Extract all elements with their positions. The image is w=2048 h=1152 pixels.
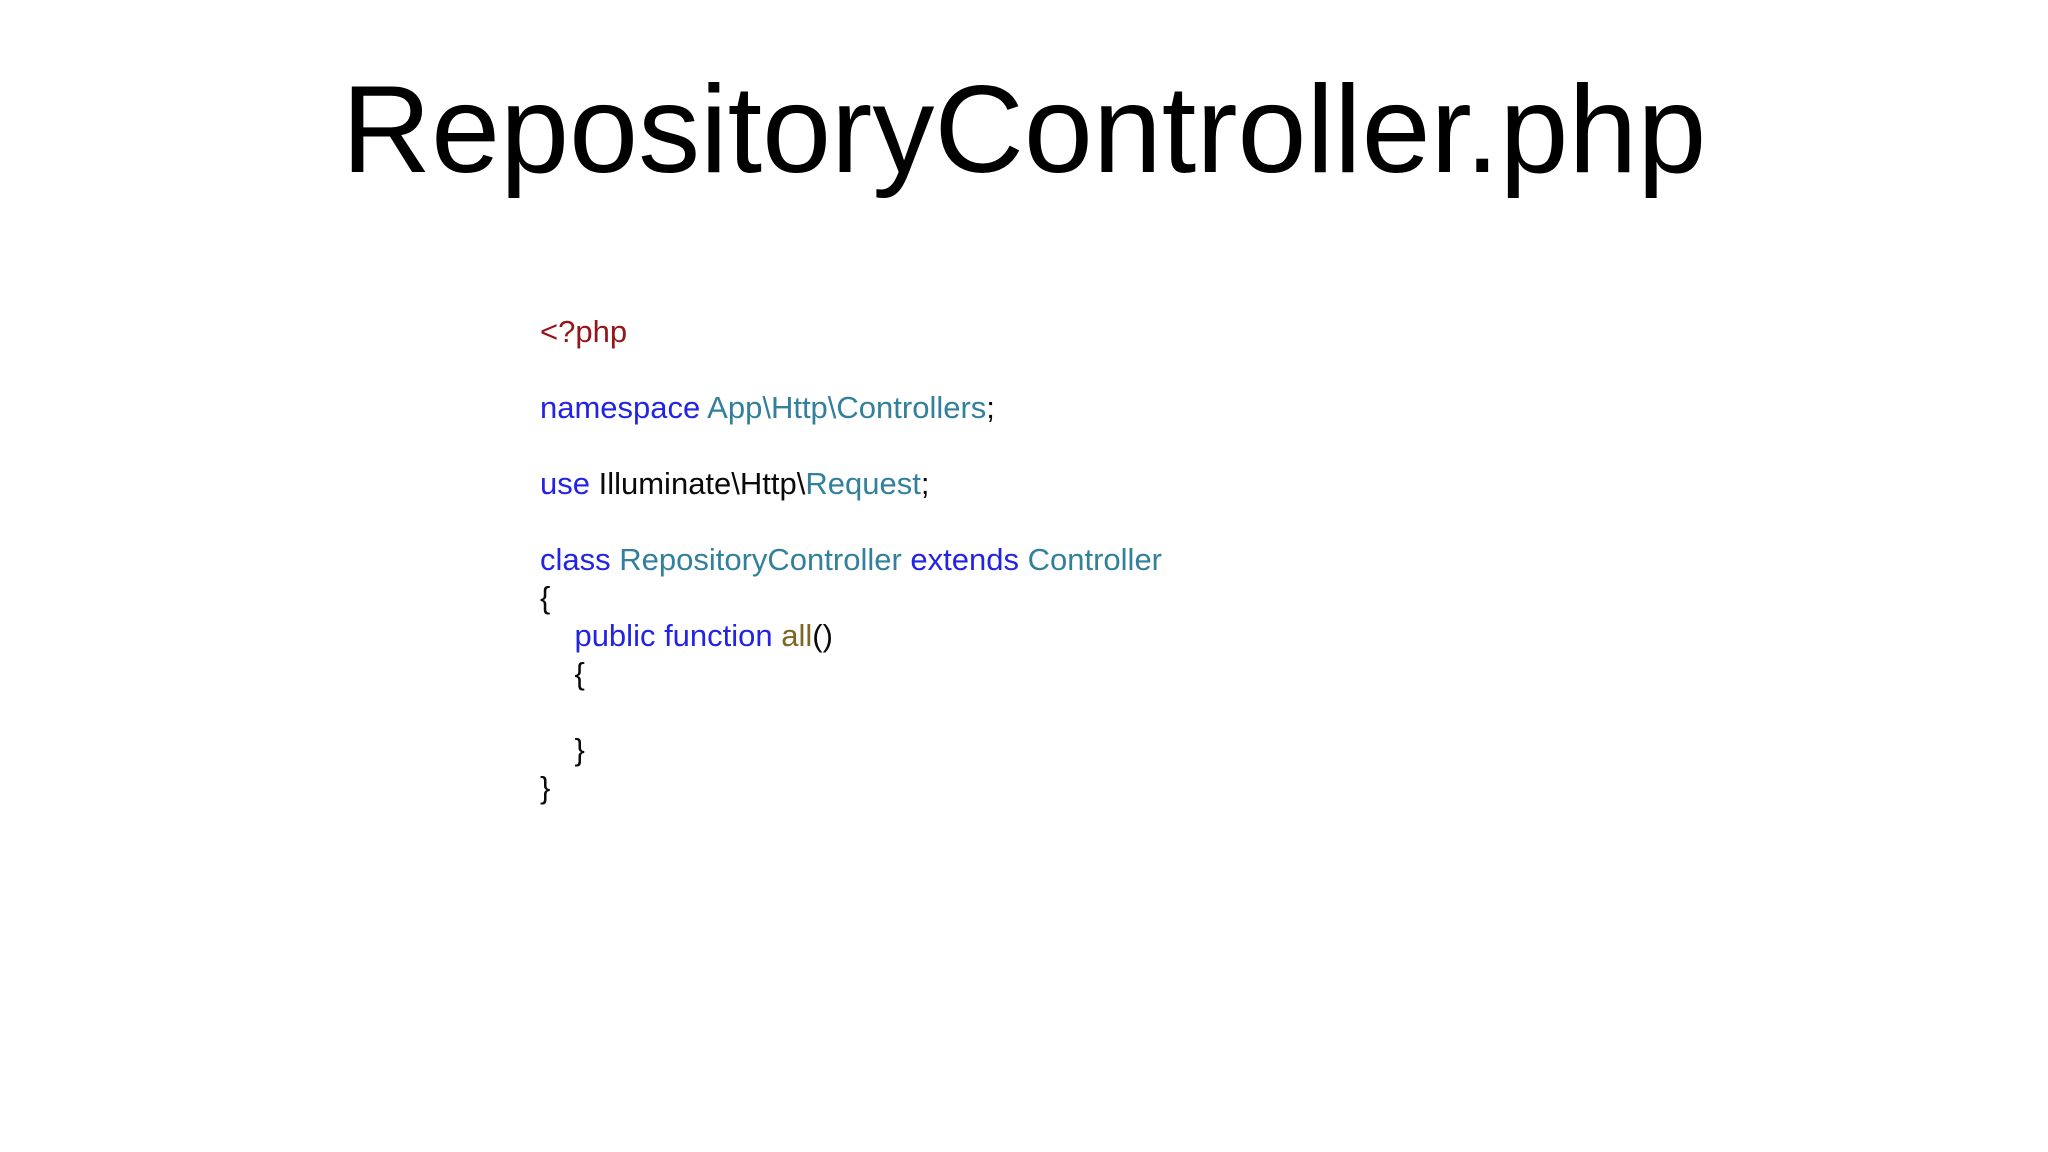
code-token: Request <box>805 466 921 501</box>
code-line: <?php <box>540 313 1162 351</box>
code-token: Illuminate\Http\ <box>598 466 806 501</box>
code-line: } <box>540 769 1162 807</box>
code-token: ; <box>920 466 930 501</box>
code-token <box>540 618 574 653</box>
code-token: { <box>540 580 551 615</box>
code-token: Controller <box>1027 542 1163 577</box>
code-token: <?php <box>540 314 628 349</box>
code-line: { <box>540 579 1162 617</box>
code-line: use Illuminate\Http\Request; <box>540 465 1162 503</box>
code-line: class RepositoryController extends Contr… <box>540 541 1162 579</box>
code-line <box>540 503 1162 541</box>
code-line: } <box>540 731 1162 769</box>
code-line <box>540 693 1162 731</box>
code-token: extends <box>910 542 1028 577</box>
code-token: App\Http\Controllers <box>707 390 987 425</box>
code-token: all <box>781 618 813 653</box>
code-line <box>540 427 1162 465</box>
code-line <box>540 351 1162 389</box>
code-token: class <box>540 542 620 577</box>
code-token: namespace <box>540 390 708 425</box>
code-line: public function all() <box>540 617 1162 655</box>
code-line: namespace App\Http\Controllers; <box>540 389 1162 427</box>
code-token: ; <box>986 390 995 425</box>
code-token: RepositoryController <box>619 542 911 577</box>
code-token: } <box>540 732 585 767</box>
code-token: } <box>540 770 551 805</box>
code-token: { <box>540 656 585 691</box>
code-token: public function <box>574 618 782 653</box>
code-token: use <box>540 466 599 501</box>
page-title: RepositoryController.php <box>341 61 1707 199</box>
code-token: () <box>812 618 833 653</box>
code-line: { <box>540 655 1162 693</box>
